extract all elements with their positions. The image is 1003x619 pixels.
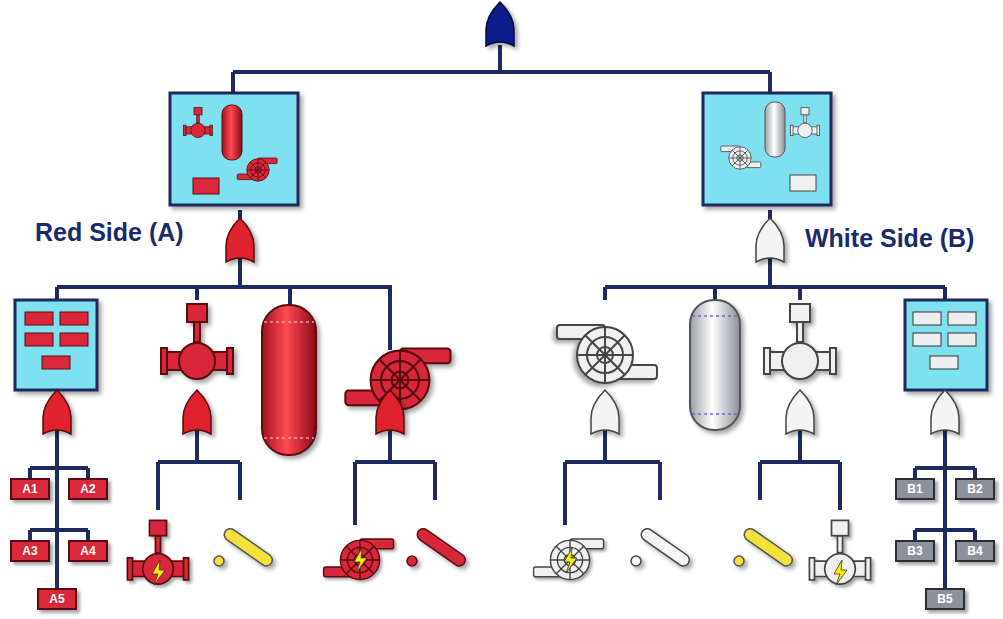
basic-event-box: A5 (37, 588, 77, 610)
basic-event-box: B2 (955, 478, 995, 500)
basic-event-box: B5 (925, 588, 965, 610)
event-label: A2 (80, 482, 95, 496)
event-label: B4 (967, 544, 982, 558)
event-label: A3 (22, 544, 37, 558)
event-label: A1 (22, 482, 37, 496)
event-label: B5 (937, 592, 952, 606)
event-label: B1 (907, 482, 922, 496)
event-label: B3 (907, 544, 922, 558)
basic-event-box: A3 (10, 540, 50, 562)
basic-event-box: A2 (68, 478, 108, 500)
event-label: A4 (80, 544, 95, 558)
event-label: B2 (967, 482, 982, 496)
side-label: White Side (B) (805, 224, 974, 253)
basic-event-box: B1 (895, 478, 935, 500)
basic-event-box: B4 (955, 540, 995, 562)
basic-event-box: A4 (68, 540, 108, 562)
basic-event-box: A1 (10, 478, 50, 500)
side-label: Red Side (A) (35, 218, 184, 247)
basic-event-box: B3 (895, 540, 935, 562)
event-label: A5 (49, 592, 64, 606)
